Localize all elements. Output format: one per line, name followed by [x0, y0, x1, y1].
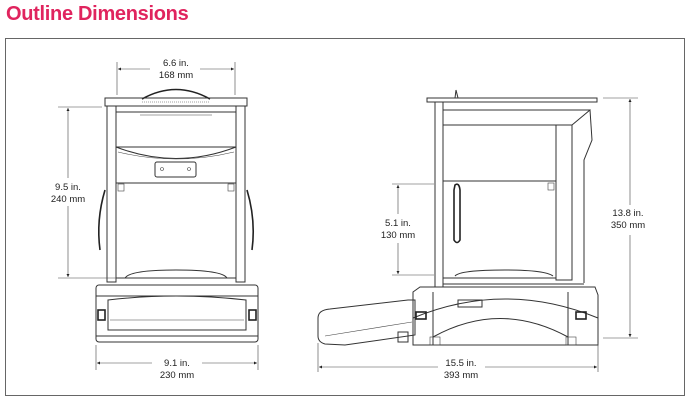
side-overall-height-in: 13.8 in.	[612, 208, 643, 219]
front-chamber-height-mm: 240 mm	[51, 194, 85, 205]
front-top-width-in: 6.6 in.	[163, 58, 189, 69]
front-base-width-mm: 230 mm	[160, 370, 194, 381]
front-base-width-in: 9.1 in.	[164, 358, 190, 369]
side-chamber-height-mm: 130 mm	[381, 230, 415, 241]
side-chamber-height-in: 5.1 in.	[385, 218, 411, 229]
page-title: Outline Dimensions	[6, 3, 189, 25]
side-view: 5.1 in. 130 mm 13.8 in. 350 mm 15.5 in. …	[317, 89, 645, 381]
front-top-width-mm: 168 mm	[159, 70, 193, 81]
side-overall-depth-in: 15.5 in.	[445, 358, 476, 369]
drawing-frame	[5, 38, 685, 396]
side-overall-depth-mm: 393 mm	[444, 370, 478, 381]
side-overall-height-mm: 350 mm	[611, 220, 645, 231]
front-chamber-height-in: 9.5 in.	[55, 182, 81, 193]
front-view: 6.6 in. 168 mm 9.5 in. 240 mm	[51, 58, 259, 381]
